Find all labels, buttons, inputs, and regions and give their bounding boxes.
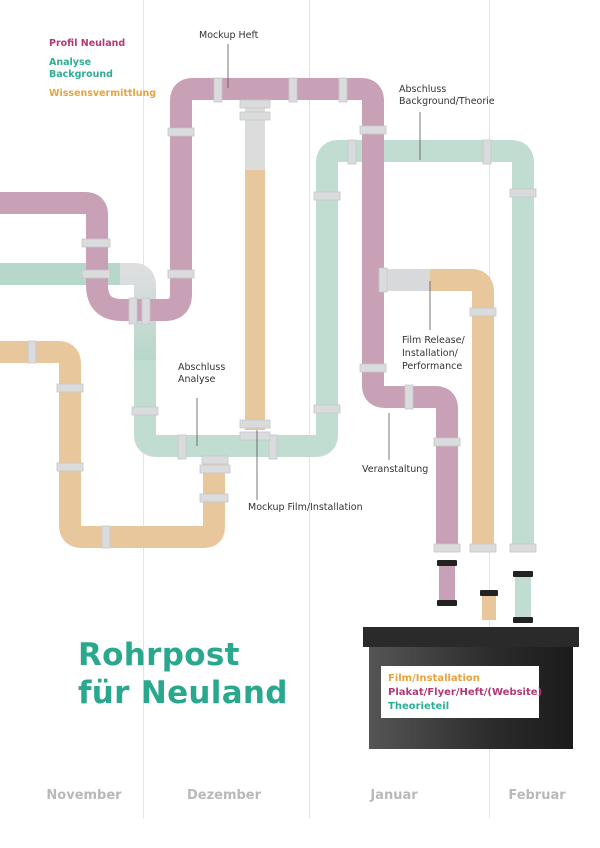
coupling xyxy=(313,404,341,414)
coupling xyxy=(141,297,151,325)
box-lid xyxy=(363,627,579,647)
coupling xyxy=(404,384,414,410)
box-label-list: Film/Installation Plakat/Flyer/Heft/(Web… xyxy=(388,672,543,714)
pipe-profil-neuland xyxy=(0,78,458,548)
delivery-box xyxy=(363,627,579,749)
coupling xyxy=(347,139,357,165)
coupling xyxy=(268,434,278,460)
box-label-panel xyxy=(381,666,539,718)
coupling xyxy=(509,543,537,553)
legend-item-analyse: Analyse Background xyxy=(49,57,113,80)
legend-item-profil: Profil Neuland xyxy=(49,38,126,49)
month-dezember: Dezember xyxy=(186,788,262,803)
annotation-mockup-heft: Mockup Heft xyxy=(199,30,259,41)
month-februar: Februar xyxy=(508,788,566,803)
coupling xyxy=(56,383,84,393)
coupling xyxy=(239,431,271,441)
month-november: November xyxy=(46,788,122,803)
annotation-veranstaltung: Veranstaltung xyxy=(362,464,429,475)
pipe-couplings xyxy=(27,77,537,553)
coupling xyxy=(56,462,84,472)
title-line-1: Rohrpost xyxy=(78,637,240,673)
coupling xyxy=(27,340,37,364)
coupling xyxy=(131,406,159,416)
coupling xyxy=(378,267,388,293)
annotation-abschluss-background: Abschluss Background/Theorie xyxy=(399,84,495,107)
coupling xyxy=(167,269,195,279)
canister-pink xyxy=(437,560,457,606)
coupling xyxy=(239,99,271,109)
coupling xyxy=(469,307,497,317)
coupling xyxy=(201,455,229,465)
coupling xyxy=(359,125,387,135)
coupling xyxy=(128,297,138,325)
pipe-film-release xyxy=(385,269,494,548)
coupling xyxy=(199,493,229,503)
coupling xyxy=(239,419,271,429)
month-januar: Januar xyxy=(370,788,418,803)
canister-orange xyxy=(480,590,498,620)
poster-title: Rohrpost für Neuland xyxy=(78,636,288,712)
coupling xyxy=(199,464,231,474)
coupling xyxy=(81,238,111,248)
annotation-film-release: Film Release/ Installation/ Performance xyxy=(402,335,465,372)
coupling xyxy=(509,188,537,198)
coupling xyxy=(338,77,348,103)
box-label-plakat: Plakat/Flyer/Heft/(Website) xyxy=(388,687,543,698)
legend-item-wissen: Wissensvermittlung xyxy=(49,88,157,99)
coupling xyxy=(313,191,341,201)
box-label-theorie: Theorieteil xyxy=(388,701,450,712)
pipe-wissensvermittlung-left xyxy=(0,341,225,548)
legend: Profil Neuland Analyse Background Wissen… xyxy=(49,38,156,107)
coupling xyxy=(81,269,111,279)
coupling xyxy=(239,111,271,121)
canister-green xyxy=(513,571,533,623)
pipe-analyse xyxy=(0,140,534,548)
coupling xyxy=(167,127,195,137)
coupling xyxy=(433,543,461,553)
coupling xyxy=(288,77,298,103)
coupling xyxy=(213,77,223,103)
box-label-film: Film/Installation xyxy=(388,673,480,684)
annotation-lines xyxy=(196,44,431,500)
title-line-2: für Neuland xyxy=(78,675,288,711)
coupling xyxy=(359,363,387,373)
annotation-mockup-film: Mockup Film/Installation xyxy=(248,502,363,513)
coupling xyxy=(482,139,492,165)
coupling xyxy=(469,543,497,553)
coupling xyxy=(433,437,461,447)
coupling xyxy=(177,434,187,460)
coupling xyxy=(101,525,111,549)
annotation-abschluss-analyse: Abschluss Analyse xyxy=(178,362,226,385)
